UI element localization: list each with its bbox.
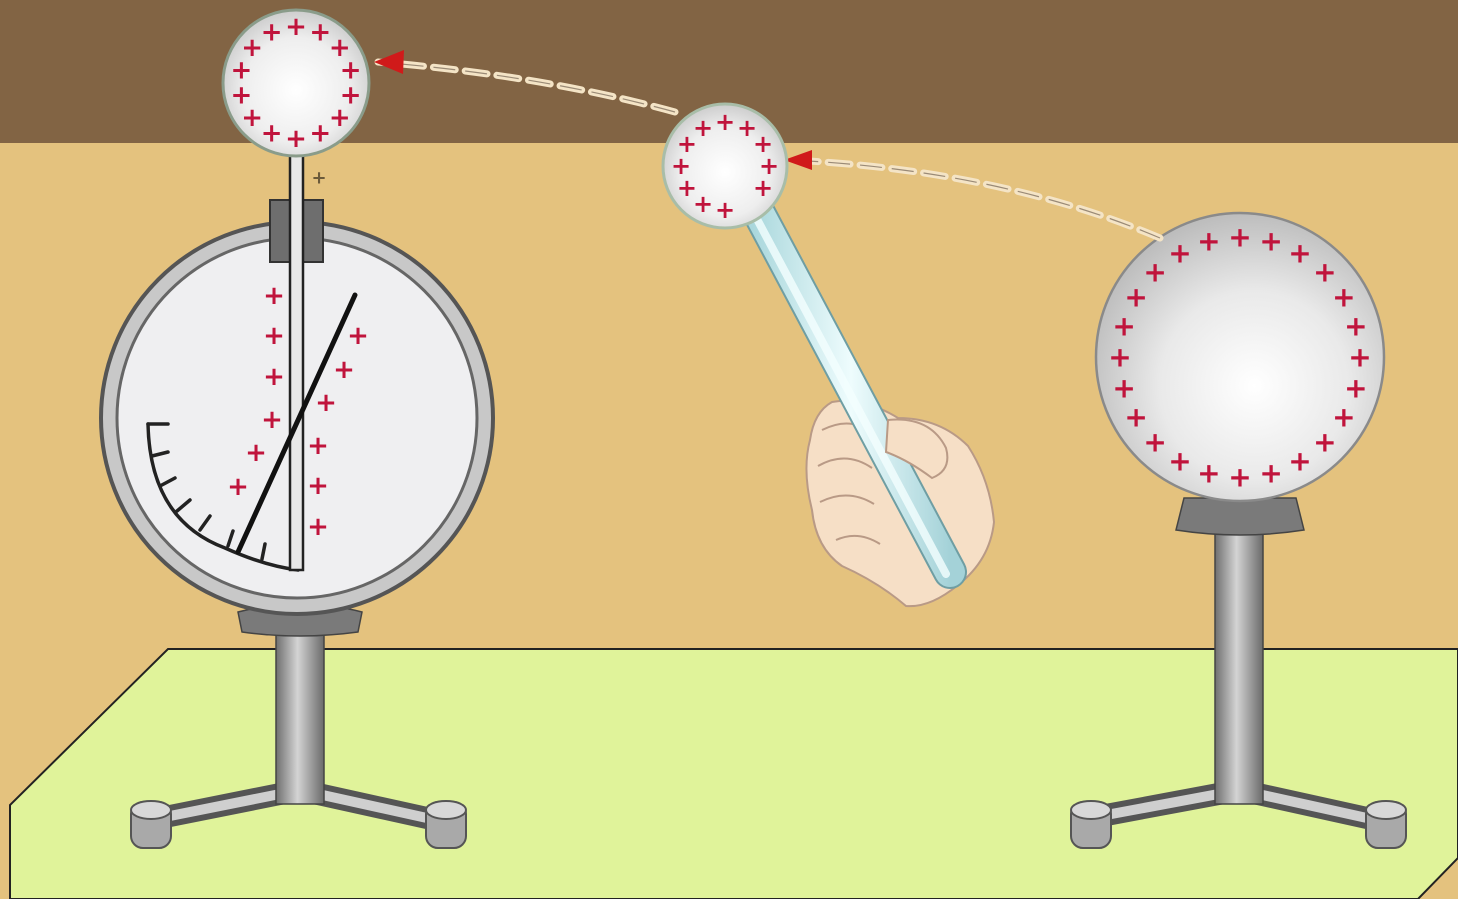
electroscope-leaf-charges: ++++++++++++ — [227, 281, 369, 542]
charge-plus-icon: + — [245, 438, 267, 468]
electroscope: ++++++++++++++ ++++++++++++ + — [99, 8, 495, 849]
charge-plus-icon: + — [1168, 237, 1191, 270]
charge-plus-icon: + — [1313, 425, 1336, 458]
charge-plus-icon: + — [1143, 256, 1166, 289]
charge-plus-icon: + — [1112, 309, 1135, 342]
charge-plus-icon: + — [329, 33, 351, 63]
large-sphere-charges: ++++++++++++++++++++++++ — [1108, 221, 1371, 494]
charge-plus-icon: + — [753, 174, 773, 202]
charge-plus-icon: + — [227, 472, 249, 502]
charge-plus-icon: + — [1348, 341, 1371, 374]
charge-plus-icon: + — [340, 56, 362, 86]
charge-plus-icon: + — [333, 355, 355, 385]
charge-plus-icon: + — [1124, 281, 1147, 314]
charge-plus-icon: + — [309, 18, 331, 48]
charge-plus-icon: + — [261, 18, 283, 48]
charge-plus-icon: + — [315, 388, 337, 418]
charge-plus-icon: + — [693, 114, 713, 142]
charge-plus-icon: + — [1259, 456, 1282, 489]
charge-plus-icon: + — [1313, 256, 1336, 289]
transfer-path — [374, 50, 1164, 242]
charge-plus-icon: + — [1344, 372, 1367, 405]
charge-plus-icon: + — [1228, 461, 1251, 494]
charge-plus-icon: + — [231, 81, 253, 111]
charge-plus-icon: + — [285, 12, 307, 42]
proof-sphere — [661, 102, 789, 230]
charge-plus-icon: + — [715, 196, 735, 224]
arrowhead — [374, 50, 404, 74]
charge-plus-icon: + — [759, 152, 779, 180]
charge-plus-icon: + — [1112, 372, 1135, 405]
charge-plus-icon: + — [329, 103, 351, 133]
charge-plus-icon: + — [263, 321, 285, 351]
charge-plus-icon: + — [693, 190, 713, 218]
proof-sphere-charges: +++++++++++ — [671, 108, 779, 224]
charge-plus-icon: + — [307, 431, 329, 461]
charge-plus-icon: + — [1332, 401, 1355, 434]
charge-plus-icon: + — [261, 405, 283, 435]
charge-plus-icon: + — [1124, 401, 1147, 434]
insulating-handle-shine — [737, 185, 965, 587]
charge-plus-icon: + — [241, 33, 263, 63]
charge-plus-icon: + — [285, 124, 307, 154]
charge-plus-icon: + — [311, 168, 326, 189]
charged-sphere: ++++++++++++++++++++++++ — [1070, 211, 1407, 849]
charge-plus-icon: + — [715, 108, 735, 136]
charge-plus-icon: + — [241, 103, 263, 133]
charge-plus-icon: + — [671, 152, 691, 180]
proof-plane: +++++++++++ — [661, 102, 996, 608]
electroscope-stem — [288, 148, 305, 572]
arrowhead — [784, 150, 812, 170]
charge-plus-icon: + — [347, 321, 369, 351]
charge-plus-icon: + — [1108, 341, 1131, 374]
electroscope-knob — [221, 8, 371, 158]
charge-plus-icon: + — [737, 114, 757, 142]
charge-plus-icon: + — [677, 174, 697, 202]
hand-thumb — [884, 418, 949, 480]
charge-plus-icon: + — [340, 81, 362, 111]
charge-plus-icon: + — [1288, 237, 1311, 270]
electroscope-pole — [275, 625, 325, 805]
charge-plus-icon: + — [263, 281, 285, 311]
charge-plus-icon: + — [1332, 281, 1355, 314]
charge-plus-icon: + — [231, 56, 253, 86]
charge-plus-icon: + — [1288, 444, 1311, 477]
charge-plus-icon: + — [307, 471, 329, 501]
charge-plus-icon: + — [1228, 221, 1251, 254]
charge-plus-icon: + — [677, 130, 697, 158]
sphere-pole — [1214, 527, 1264, 805]
charge-plus-icon: + — [309, 119, 331, 149]
electroscope-knob-charges: ++++++++++++++ — [231, 12, 362, 154]
sphere-collar — [1175, 497, 1305, 536]
insulating-handle-highlight — [746, 202, 950, 578]
electroscope-scale — [146, 422, 300, 572]
charge-plus-icon: + — [263, 362, 285, 392]
charge-plus-icon: + — [1168, 444, 1191, 477]
charge-plus-icon: + — [1259, 225, 1282, 258]
charge-plus-icon: + — [1197, 225, 1220, 258]
large-sphere — [1094, 211, 1386, 503]
charge-plus-icon: + — [307, 512, 329, 542]
charge-plus-icon: + — [1344, 309, 1367, 342]
charge-plus-icon: + — [1143, 425, 1166, 458]
charge-plus-icon: + — [261, 119, 283, 149]
charge-plus-icon: + — [1197, 456, 1220, 489]
electroscope-leaf — [235, 292, 358, 555]
charge-plus-icon: + — [753, 130, 773, 158]
